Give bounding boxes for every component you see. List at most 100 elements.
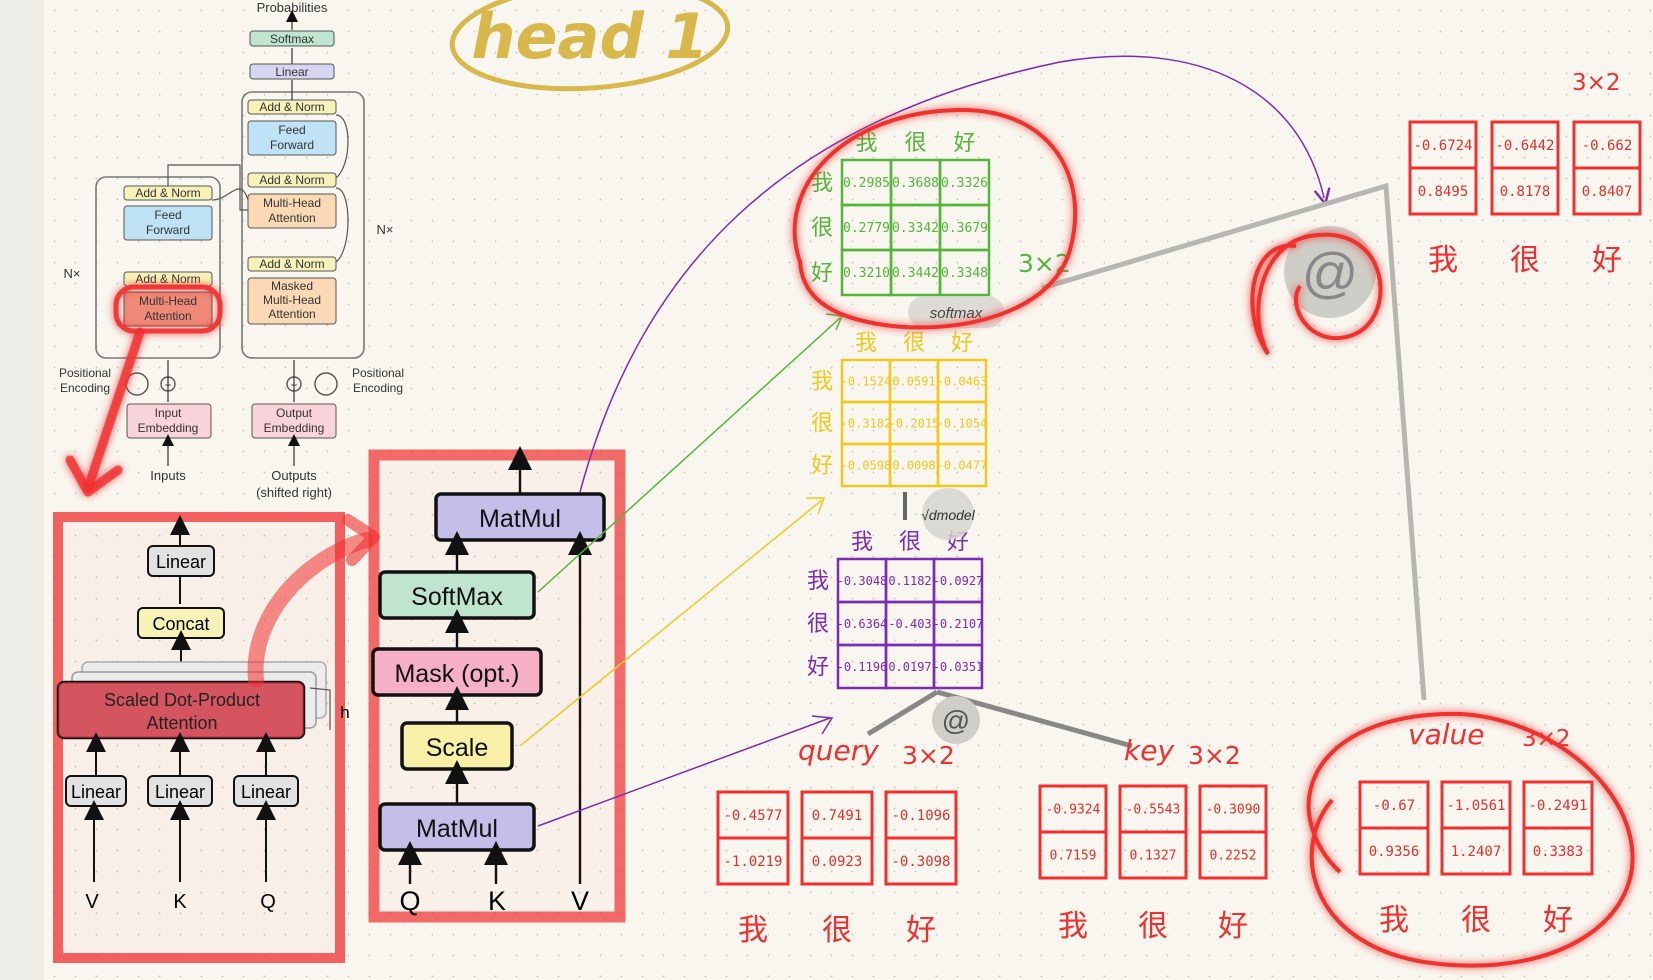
svg-text:Add & Norm: Add & Norm <box>135 186 200 200</box>
matrix-cell: -0.1524 <box>841 374 892 388</box>
matrix-cell: -0.1196 <box>837 660 888 674</box>
column-token-label: 很 <box>899 530 921 555</box>
matrix-cell: -0.1096 <box>891 808 950 824</box>
svg-text:Attention: Attention <box>268 307 315 321</box>
svg-text:Encoding: Encoding <box>60 381 110 395</box>
output-matrix: -0.67240.8495我-0.64420.8178很-0.6620.8407… <box>1408 120 1642 278</box>
svg-text:@: @ <box>1302 241 1359 304</box>
matrix-cell: 0.3210 <box>843 266 890 281</box>
matrix-cell: -0.3090 <box>1206 803 1261 818</box>
svg-text:head 1: head 1 <box>471 0 708 73</box>
svg-text:N×: N× <box>377 222 394 237</box>
matrix-cell: 0.7491 <box>812 808 863 824</box>
matrix-cell: -1.0561 <box>1446 798 1505 814</box>
svg-text:(shifted right): (shifted right) <box>256 485 332 500</box>
transformer-architecture: Probabilities Softmax Linear Add & Norm … <box>59 0 404 500</box>
matrix-cell: 0.0197 <box>888 660 931 674</box>
svg-text:√dmodel: √dmodel <box>921 507 975 523</box>
token-label: 好 <box>1218 909 1248 944</box>
key-label: key <box>1124 734 1174 767</box>
column-token-label: 好 <box>951 331 973 356</box>
matrix-cell: -0.2107 <box>933 617 984 631</box>
matrix-cell: 1.2407 <box>1451 844 1502 860</box>
matrix-cell: -0.2491 <box>1528 798 1587 814</box>
matrix-cell: -0.0927 <box>933 574 984 588</box>
svg-text:Positional: Positional <box>352 366 404 380</box>
svg-text:Linear: Linear <box>71 782 121 802</box>
svg-text:Q: Q <box>399 886 420 916</box>
token-label: 很 <box>1138 909 1168 944</box>
matrix-cell: 0.0098 <box>892 458 935 472</box>
svg-text:Multi-Head: Multi-Head <box>263 196 321 210</box>
connector-lines <box>519 55 1427 827</box>
output-size-label: 3×2 <box>1572 70 1621 96</box>
svg-text:Forward: Forward <box>146 223 190 237</box>
svg-text:Add & Norm: Add & Norm <box>259 257 324 271</box>
svg-text:Encoding: Encoding <box>353 381 403 395</box>
matrix-cell: -0.0598 <box>841 458 892 472</box>
matrix-cell: -0.0477 <box>937 458 988 472</box>
column-token-label: 好 <box>953 131 975 156</box>
svg-text:Scaled Dot-Product: Scaled Dot-Product <box>104 690 260 710</box>
matrix-cell-border <box>936 442 988 488</box>
svg-text:Positional: Positional <box>59 366 111 380</box>
svg-text:h: h <box>340 703 349 722</box>
svg-text:Linear: Linear <box>155 782 205 802</box>
svg-text:MatMul: MatMul <box>479 505 561 533</box>
matrix-cell: 0.8407 <box>1582 184 1633 200</box>
row-token-label: 好 <box>811 261 833 286</box>
svg-text:Feed: Feed <box>154 208 181 222</box>
query-size-label: 3×2 <box>902 741 955 770</box>
matrix-cell: -0.3182 <box>841 416 892 430</box>
matrix-cell: -0.1054 <box>937 416 988 430</box>
token-label: 很 <box>1510 243 1540 278</box>
query-label: query <box>798 734 879 767</box>
matrix-cell: -0.6442 <box>1495 138 1554 154</box>
svg-text:Mask (opt.): Mask (opt.) <box>394 660 519 688</box>
svg-text:Masked: Masked <box>271 279 313 293</box>
row-token-label: 好 <box>807 655 829 680</box>
matrix-cell: 0.3688 <box>892 176 939 191</box>
svg-text:Outputs: Outputs <box>271 468 317 483</box>
row-token-label: 很 <box>811 216 833 241</box>
column-token-label: 我 <box>855 131 877 156</box>
svg-text:Multi-Head: Multi-Head <box>263 293 321 307</box>
svg-text:Probabilities: Probabilities <box>257 0 328 15</box>
token-label: 很 <box>822 913 852 948</box>
highlight-circles <box>792 107 1635 968</box>
token-label: 好 <box>1543 903 1573 938</box>
matrix-cell: -0.4577 <box>723 808 782 824</box>
svg-text:Add & Norm: Add & Norm <box>259 173 324 187</box>
matrix-cell: 0.3342 <box>892 221 939 236</box>
matrix-cell: -0.6724 <box>1413 138 1472 154</box>
matrix-cell: 0.3383 <box>1533 844 1584 860</box>
matrix-cell: -0.67 <box>1373 798 1415 814</box>
matrix-cell: 0.3326 <box>941 176 988 191</box>
svg-text:K: K <box>173 891 187 913</box>
note-canvas[interactable] <box>44 0 1653 980</box>
svg-text:V: V <box>85 891 99 913</box>
svg-text:N×: N× <box>64 266 81 281</box>
matrix-cell: 0.2985 <box>843 176 890 191</box>
matrix-cell: 0.7159 <box>1050 849 1097 864</box>
svg-text:@: @ <box>942 705 970 736</box>
svg-text:Softmax: Softmax <box>270 32 314 46</box>
svg-text:Add & Norm: Add & Norm <box>135 272 200 286</box>
svg-text:Linear: Linear <box>156 552 206 572</box>
token-label: 我 <box>1428 243 1458 278</box>
svg-text:Embedding: Embedding <box>264 421 325 435</box>
svg-text:Attention: Attention <box>146 713 217 733</box>
svg-text:MatMul: MatMul <box>416 815 498 843</box>
column-token-label: 很 <box>903 331 925 356</box>
output-matmul-at-symbol: @ <box>1250 226 1383 356</box>
matrix-cell: 0.8495 <box>1418 184 1469 200</box>
softmax-size-label: 3×2 <box>1018 249 1071 278</box>
column-token-label: 我 <box>855 331 877 356</box>
token-label: 我 <box>1058 909 1088 944</box>
row-token-label: 我 <box>807 569 829 594</box>
svg-text:Scale: Scale <box>426 734 489 762</box>
matrix-cell: 0.3348 <box>941 266 988 281</box>
